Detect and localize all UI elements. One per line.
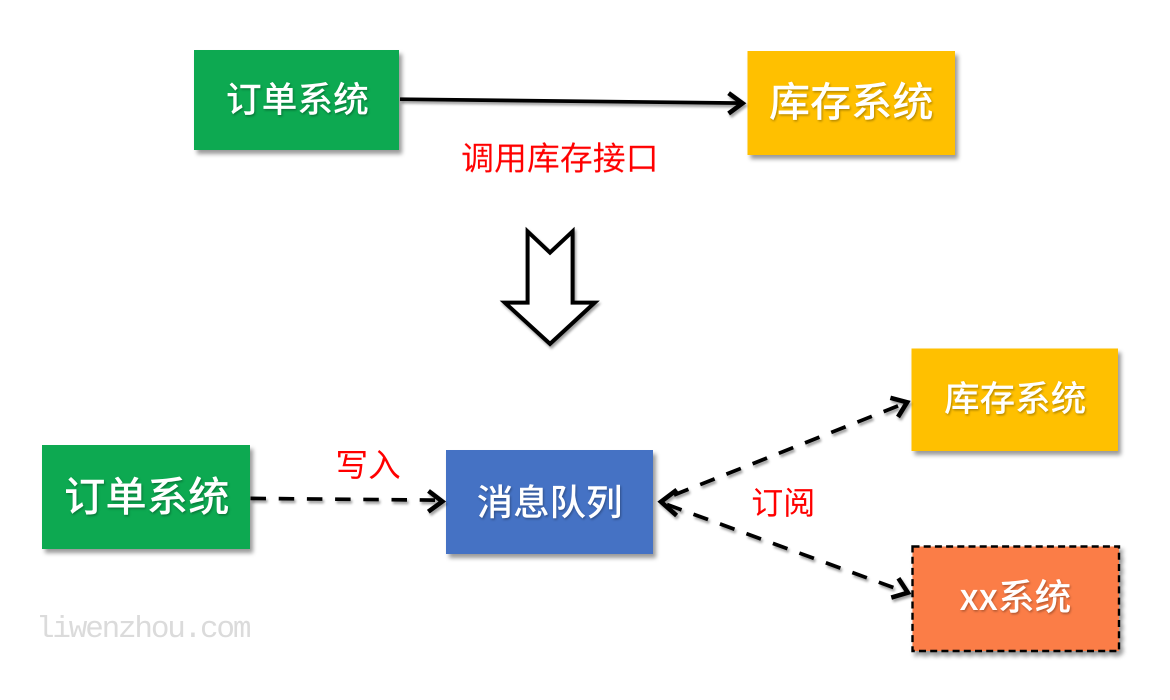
svg-text:liwenzhou.com: liwenzhou.com (36, 612, 251, 647)
